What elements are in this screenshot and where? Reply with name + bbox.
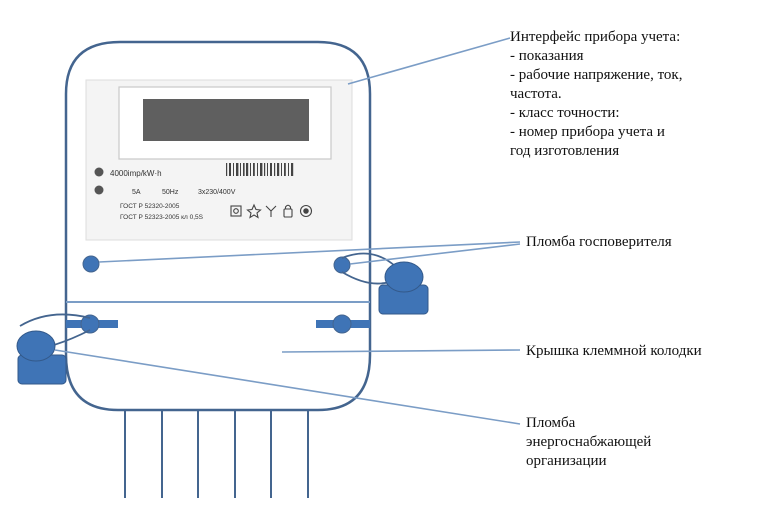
leader-terminal-cover — [281, 349, 521, 353]
callout-seal-energy-line-3: организации — [526, 453, 607, 469]
standard-text-1: ГОСТ Р 52320-2005 — [120, 203, 180, 210]
verifier-seal — [341, 252, 429, 315]
square-mark-icon — [230, 205, 242, 217]
callout-interface-line-7: год изготовления — [510, 143, 620, 159]
voltage-text: 3x230/400V — [198, 189, 236, 196]
cover-screw-left — [66, 314, 118, 334]
impulse-rate-text: 4000imp/kW·h — [110, 169, 162, 178]
indicator-led-1 — [94, 167, 104, 177]
leader-interface — [347, 37, 511, 85]
callout-seal-verifier: Пломба госповерителя — [526, 233, 672, 252]
leader-seal-left — [98, 241, 521, 263]
callout-terminal-cover-line-1: Крышка клеммной колодки — [526, 343, 702, 359]
callout-interface-line-6: - номер прибора учета и — [510, 124, 665, 140]
leader-seal-right — [349, 243, 521, 265]
wires — [124, 410, 309, 498]
seal-pin-left — [82, 255, 100, 273]
callout-seal-energy-line-1: Пломба — [526, 415, 576, 431]
certification-marks — [230, 203, 313, 219]
callout-seal-verifier-line-1: Пломба госповерителя — [526, 234, 672, 250]
leader-energy-seal — [54, 349, 521, 425]
callout-interface-line-5: - класс точности: — [510, 105, 620, 121]
callout-interface-line-1: Интерфейс прибора учета: — [510, 29, 681, 45]
callout-interface-line-2: - показания — [510, 48, 584, 64]
energy-seal-head — [16, 330, 56, 362]
callout-interface-line-4: частота. — [510, 86, 562, 102]
lock-mark-icon — [283, 204, 293, 218]
target-mark-icon — [299, 204, 313, 218]
barcode — [226, 163, 294, 176]
callout-seal-energy-line-2: энергоснабжающей — [526, 434, 652, 450]
fork-mark-icon — [265, 205, 277, 217]
standard-text-2: ГОСТ Р 52323-2005 кл 0,5S — [120, 214, 204, 221]
frequency-text: 50Hz — [162, 189, 179, 196]
energy-company-seal — [16, 313, 91, 385]
callout-interface: Интерфейс прибора учета: - показания - р… — [510, 28, 682, 161]
callout-seal-energy: Пломба энергоснабжающей организации — [526, 414, 651, 471]
verifier-seal-head — [384, 261, 424, 293]
callout-interface-line-3: - рабочие напряжение, ток, — [510, 67, 683, 83]
leader-lines — [54, 37, 521, 425]
star-mark-icon — [246, 203, 262, 219]
lcd-display — [143, 99, 309, 141]
callout-terminal-cover: Крышка клеммной колодки — [526, 342, 702, 361]
cover-screw-right — [316, 314, 370, 334]
seal-pin-right — [333, 256, 351, 274]
indicator-led-2 — [94, 185, 104, 195]
current-rating-text: 5A — [132, 189, 141, 196]
